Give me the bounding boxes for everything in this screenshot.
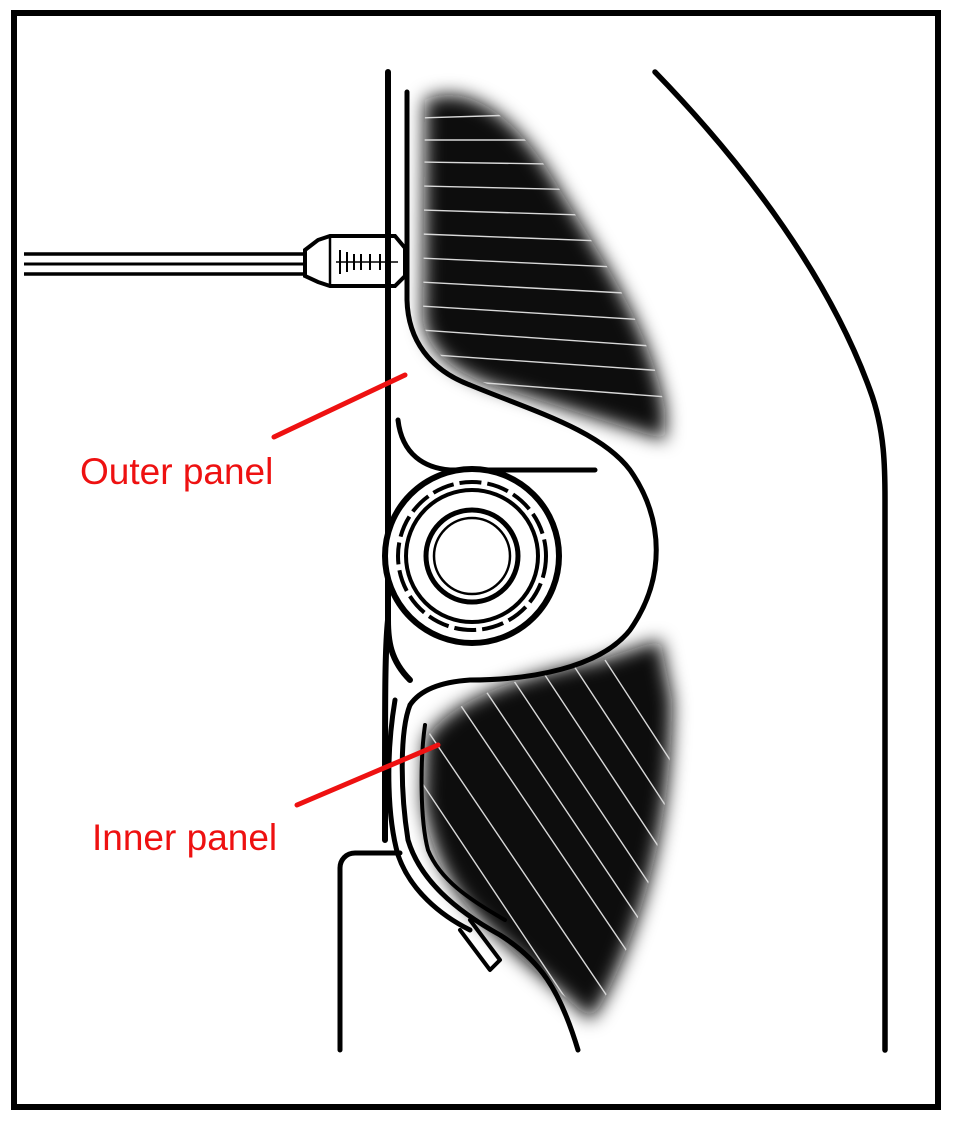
pointed-tool-icon bbox=[24, 234, 407, 288]
outer-panel-leader-line bbox=[271, 372, 408, 440]
nut-icon bbox=[382, 466, 562, 646]
outer-panel-outline bbox=[382, 69, 659, 843]
body-contour-line bbox=[652, 69, 888, 1053]
inner-panel-outline bbox=[337, 697, 581, 1053]
inner-panel-leader-line bbox=[294, 742, 441, 808]
outer-panel-label: Outer panel bbox=[80, 451, 273, 492]
inner-panel-label: Inner panel bbox=[92, 817, 277, 858]
